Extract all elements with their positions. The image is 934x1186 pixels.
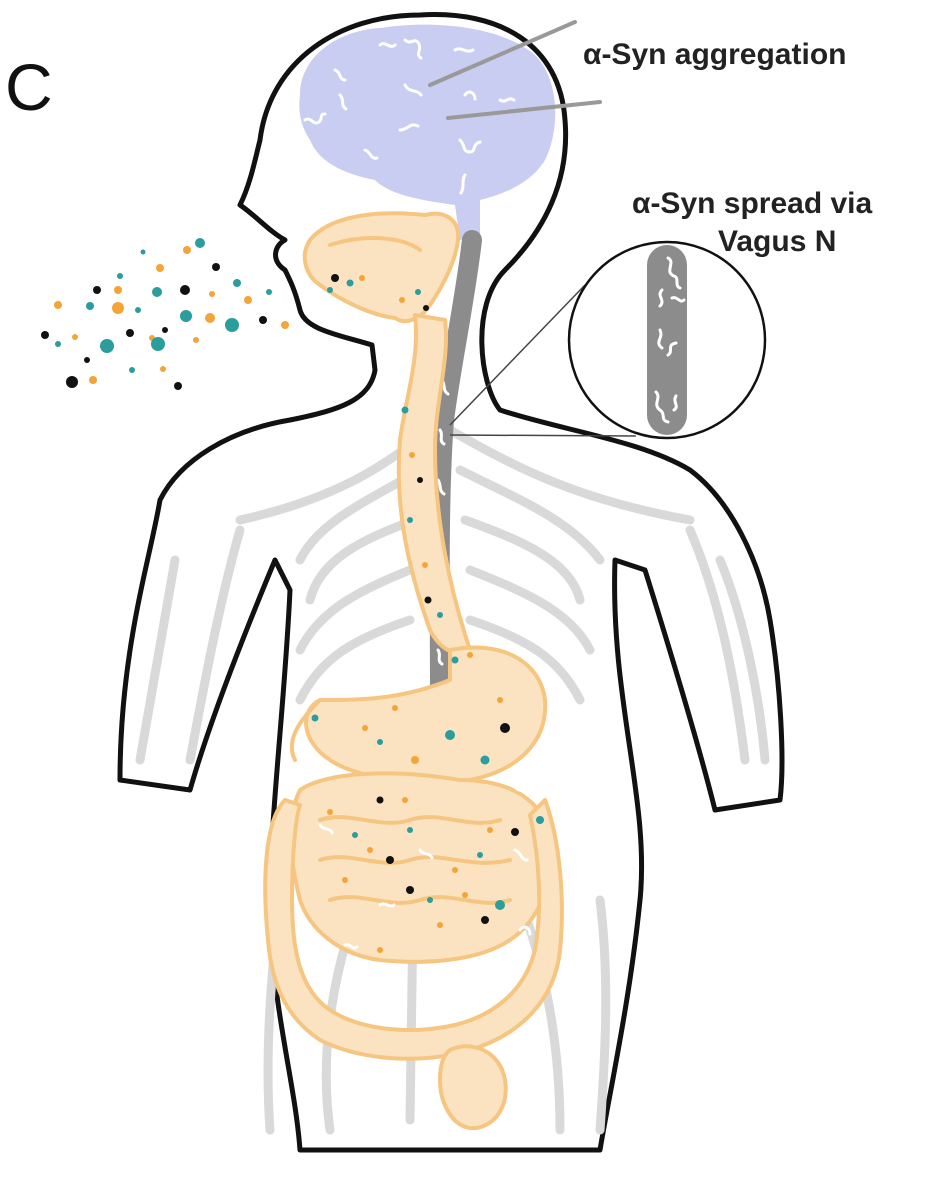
spread-label-line1: α-Syn spread via (632, 187, 873, 220)
rectum (440, 1046, 506, 1128)
spread-label-line2: Vagus N (718, 225, 836, 258)
small-intestine (291, 773, 551, 961)
aggregation-label: α-Syn aggregation (583, 38, 846, 71)
inhaled-particles (41, 238, 289, 390)
zoomed-nerve (647, 245, 687, 435)
panel-letter: C (5, 50, 53, 124)
